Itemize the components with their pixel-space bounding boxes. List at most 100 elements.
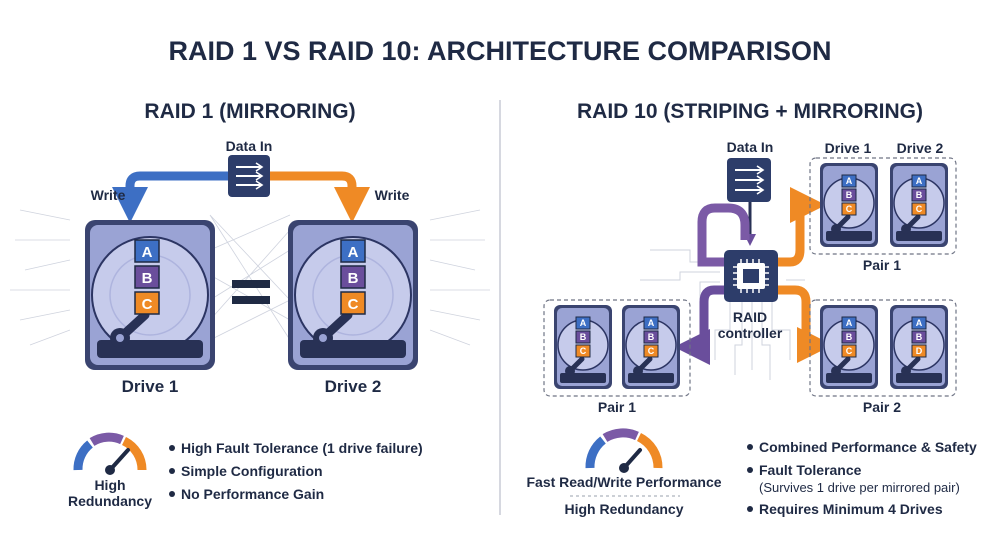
raid10-gauge-icon — [585, 428, 663, 473]
raid10-gauge-label-1: Fast Read/Write Performance — [526, 474, 721, 490]
block-label: C — [916, 204, 923, 214]
raid10-drive-5: ABC — [554, 305, 612, 389]
block-label: B — [916, 190, 923, 200]
block-b — [841, 330, 857, 344]
raid10-drive-6: ABC — [622, 305, 680, 389]
raid10-controller-label-1: RAID — [733, 309, 767, 325]
raid10-section: RAID 10 (STRIPING + MIRRORING) Data In R… — [526, 100, 977, 517]
raid10-pair-bottom-left-box — [543, 299, 691, 397]
page-title: RAID 1 VS RAID 10: ARCHITECTURE COMPARIS… — [168, 36, 831, 66]
block-b — [911, 330, 927, 344]
raid1-drive-2-label: Drive 2 — [325, 377, 382, 396]
raid1-drive-1-label: Drive 1 — [122, 377, 179, 396]
block-c — [643, 344, 659, 358]
raid1-arrow-right — [270, 171, 370, 223]
raid10-gauge-label-2: High Redundancy — [564, 501, 683, 517]
block-label: A — [846, 176, 853, 186]
raid1-bullet-1: High Fault Tolerance (1 drive failure) — [181, 440, 423, 456]
raid1-bullet-3: No Performance Gain — [181, 486, 324, 502]
raid1-arrow-left — [112, 171, 228, 223]
block-label: B — [916, 332, 923, 342]
block-d — [911, 344, 927, 358]
raid10-controller-label-2: controller — [718, 325, 783, 341]
block-c — [911, 202, 927, 216]
block-a — [643, 316, 659, 330]
raid1-write-right: Write — [375, 187, 410, 203]
block-a — [911, 174, 927, 188]
raid1-network-lines — [10, 209, 490, 346]
block-label: B — [846, 332, 853, 342]
block-b — [134, 265, 160, 289]
block-b — [575, 330, 591, 344]
block-label: C — [580, 346, 587, 356]
block-label: C — [648, 346, 655, 356]
raid1-drive-2-blocks: A B C — [340, 239, 366, 315]
raid10-flow-to-pair1-left — [674, 285, 724, 365]
block-b — [911, 188, 927, 202]
block-label: D — [916, 346, 923, 356]
block-b-label: B — [142, 270, 153, 287]
equals-bar-bottom — [232, 296, 270, 304]
raid1-drive-1-blocks: A B C — [134, 239, 160, 315]
raid10-flow-to-pair2 — [778, 285, 833, 363]
raid1-write-left: Write — [91, 187, 126, 203]
raid10-drive-2: ABC — [890, 163, 948, 247]
raid10-bullet-2-sub: (Survives 1 drive per mirrored pair) — [759, 480, 960, 495]
block-label: B — [846, 190, 853, 200]
raid10-drive-4: ABD — [890, 305, 948, 389]
raid10-drive-1-label: Drive 1 — [825, 140, 872, 156]
raid1-data-in-icon — [228, 155, 270, 197]
raid1-heading: RAID 1 (MIRRORING) — [144, 100, 355, 123]
block-a — [841, 316, 857, 330]
raid10-data-in-icon — [727, 158, 771, 202]
block-label: A — [580, 318, 587, 328]
block-c-label: C — [348, 296, 359, 313]
raid10-pair-bottom-left-label: Pair 1 — [598, 399, 636, 415]
block-c-label: C — [142, 296, 153, 313]
raid10-bullet-list: Combined Performance & Safety Fault Tole… — [747, 439, 977, 517]
raid1-gauge-label-1: High — [94, 477, 125, 493]
raid10-pair-bottom-right-label: Pair 2 — [863, 399, 901, 415]
block-c — [134, 291, 160, 315]
block-c — [841, 344, 857, 358]
block-c — [575, 344, 591, 358]
block-b — [643, 330, 659, 344]
raid1-bullet-2: Simple Configuration — [181, 463, 323, 479]
raid1-data-in-label: Data In — [226, 138, 273, 154]
raid10-flow-to-pair1-top — [778, 187, 826, 267]
equals-bar-top — [232, 280, 270, 288]
block-label: A — [648, 318, 655, 328]
raid10-bullet-1: Combined Performance & Safety — [759, 439, 977, 455]
raid1-section: RAID 1 (MIRRORING) Data In Write Write — [10, 100, 490, 509]
raid1-bullet-list: High Fault Tolerance (1 drive failure) S… — [169, 440, 423, 502]
raid10-pair-top-right-box — [809, 157, 957, 255]
block-a — [841, 174, 857, 188]
block-label: A — [916, 318, 923, 328]
block-c — [841, 202, 857, 216]
raid10-pair-bottom-right-box — [809, 299, 957, 397]
block-a — [575, 316, 591, 330]
block-a — [134, 239, 160, 263]
block-b — [841, 188, 857, 202]
raid1-gauge-icon — [73, 432, 147, 475]
raid10-heading: RAID 10 (STRIPING + MIRRORING) — [577, 100, 923, 123]
raid10-drive-3: ABC — [820, 305, 878, 389]
block-label: A — [846, 318, 853, 328]
block-label: C — [846, 204, 853, 214]
raid1-gauge-label-2: Redundancy — [68, 493, 152, 509]
raid10-flow-purple-in — [697, 203, 750, 267]
raid10-data-in-label: Data In — [727, 139, 774, 155]
block-label: B — [648, 332, 655, 342]
block-a-label: A — [142, 244, 153, 261]
raid10-pair-top-right-label: Pair 1 — [863, 257, 901, 273]
block-label: B — [580, 332, 587, 342]
raid10-drive-1: ABC — [820, 163, 878, 247]
block-label: A — [916, 176, 923, 186]
raid-controller-chip-icon — [724, 250, 778, 302]
block-a — [911, 316, 927, 330]
raid10-drive-2-label: Drive 2 — [897, 140, 944, 156]
raid10-bullet-3: Requires Minimum 4 Drives — [759, 501, 943, 517]
